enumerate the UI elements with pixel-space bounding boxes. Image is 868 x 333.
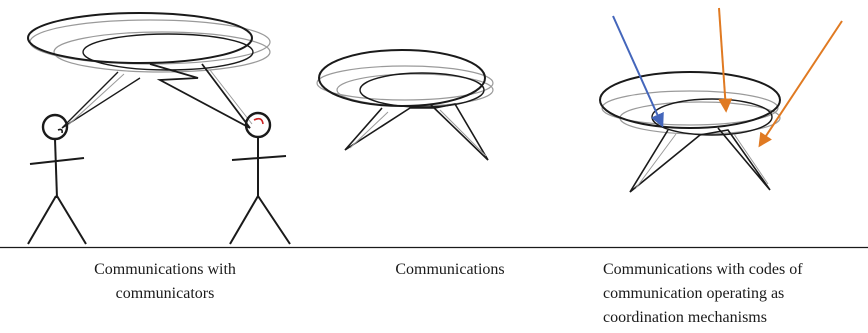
speech-tail-left-echo: [66, 74, 124, 127]
panel-communications: [317, 50, 493, 160]
speech-tail-right-echo: [210, 70, 252, 124]
caption-communications-with-communicators: Communications with communicators: [40, 258, 290, 306]
caption-line: communicators: [40, 282, 290, 306]
speech-tail-right: [150, 64, 250, 128]
stick-figure-right: [230, 113, 290, 244]
caption-communications-with-codes: Communications with codes of communicati…: [603, 258, 863, 330]
panel-codes: [600, 8, 842, 192]
speech-bubble-echo: [54, 32, 270, 72]
mouth-accent: [254, 119, 263, 124]
blue-arrow: [613, 16, 662, 125]
panel-communicators: [28, 13, 290, 244]
orange-arrow-center: [719, 8, 726, 110]
caption-line: Communications with: [40, 258, 290, 282]
speech-bubble: [319, 50, 485, 107]
orange-arrow-right: [760, 21, 842, 145]
stick-figure-left: [28, 115, 86, 244]
speech-tail: [630, 128, 770, 192]
caption-line: communication operating as: [603, 282, 863, 306]
speech-bubble: [28, 13, 253, 70]
caption-line: coordination mechanisms: [603, 306, 863, 330]
speech-tail-echo: [636, 134, 768, 188]
caption-line: Communications with codes of: [603, 258, 863, 282]
caption-line: Communications: [375, 258, 525, 282]
caption-communications: Communications: [375, 258, 525, 282]
